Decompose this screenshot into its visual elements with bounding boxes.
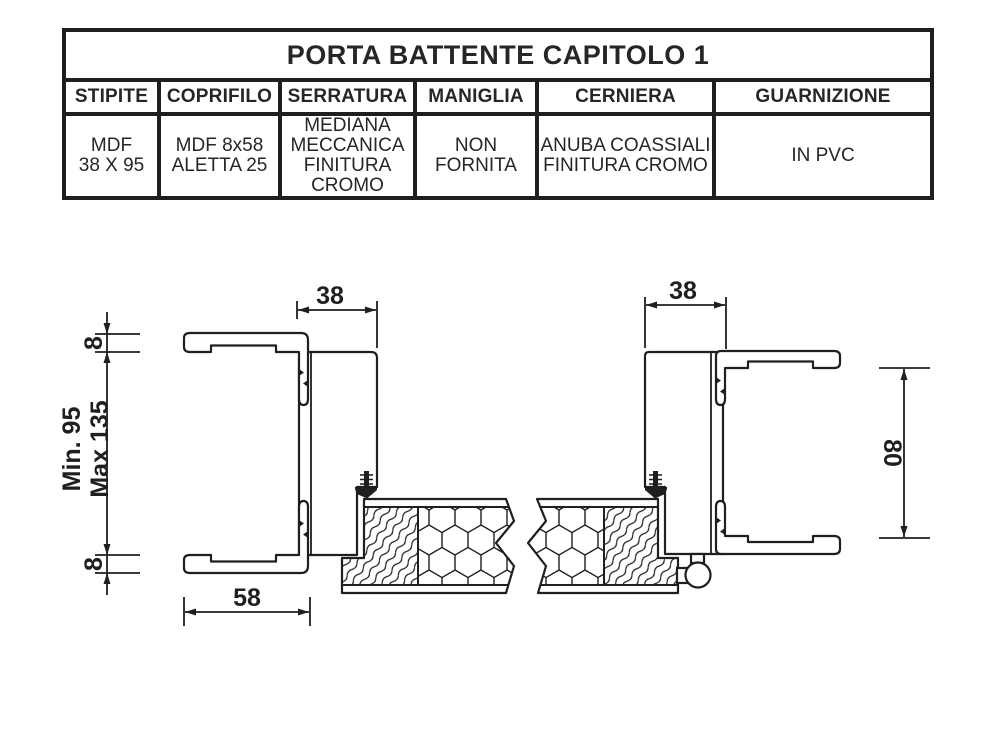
cell-stipite: MDF 38 X 95 xyxy=(62,112,161,200)
door-right-honeycomb-core xyxy=(528,507,604,585)
dim-80: 80 xyxy=(878,439,906,467)
door-leaf-left xyxy=(340,497,516,595)
dim-38-right: 38 xyxy=(669,277,697,305)
header-guarnizione: GUARNIZIONE xyxy=(711,78,935,116)
header-serratura: SERRATURA xyxy=(278,78,417,116)
gasket-left xyxy=(355,471,377,499)
cell-guarnizione: IN PVC xyxy=(711,112,935,200)
left-jamb-profile xyxy=(182,331,379,575)
spec-table: PORTA BATTENTE CAPITOLO 1 STIPITE COPRIF… xyxy=(61,28,935,200)
dim-58: 58 xyxy=(233,584,261,612)
cell-serratura: MEDIANA MECCANICA FINITURA CROMO xyxy=(278,112,417,200)
header-stipite: STIPITE xyxy=(62,78,161,116)
cell-maniglia: NON FORNITA xyxy=(413,112,539,200)
header-coprifilo: COPRIFILO xyxy=(157,78,282,116)
hinge xyxy=(675,552,712,589)
right-jamb-profile xyxy=(643,349,842,556)
left-coprifilo-bottom xyxy=(182,499,310,575)
right-stipite xyxy=(643,350,725,556)
left-coprifilo-top xyxy=(182,331,310,407)
door-left-outline xyxy=(340,497,516,595)
gasket-right xyxy=(645,471,667,499)
aletta-barbs xyxy=(299,369,725,538)
dimension-lines xyxy=(95,297,930,626)
dim-max-135: Max 135 xyxy=(86,400,114,497)
door-left-honeycomb-core xyxy=(418,507,514,585)
door-right-outline xyxy=(526,497,680,595)
right-coprifilo-bottom xyxy=(714,499,842,556)
dim-38-left: 38 xyxy=(316,282,344,310)
header-cerniera: CERNIERA xyxy=(535,78,716,116)
dim-min-95: Min. 95 xyxy=(58,407,86,492)
door-leaf-right xyxy=(526,497,680,595)
dimension-labels: 38 38 8 8 Min. 95 Max 135 80 58 xyxy=(58,277,906,612)
cell-coprifilo: MDF 8x58 ALETTA 25 xyxy=(157,112,282,200)
cell-cerniera: ANUBA COASSIALI FINITURA CROMO xyxy=(535,112,716,200)
dimension-arrows xyxy=(103,301,908,616)
dim-8-top: 8 xyxy=(80,336,108,350)
table-title: PORTA BATTENTE CAPITOLO 1 xyxy=(61,28,935,82)
hinge-knuckle xyxy=(684,561,712,589)
right-coprifilo-top xyxy=(714,349,842,407)
header-maniglia: MANIGLIA xyxy=(413,78,539,116)
dim-8-bottom: 8 xyxy=(80,557,108,571)
